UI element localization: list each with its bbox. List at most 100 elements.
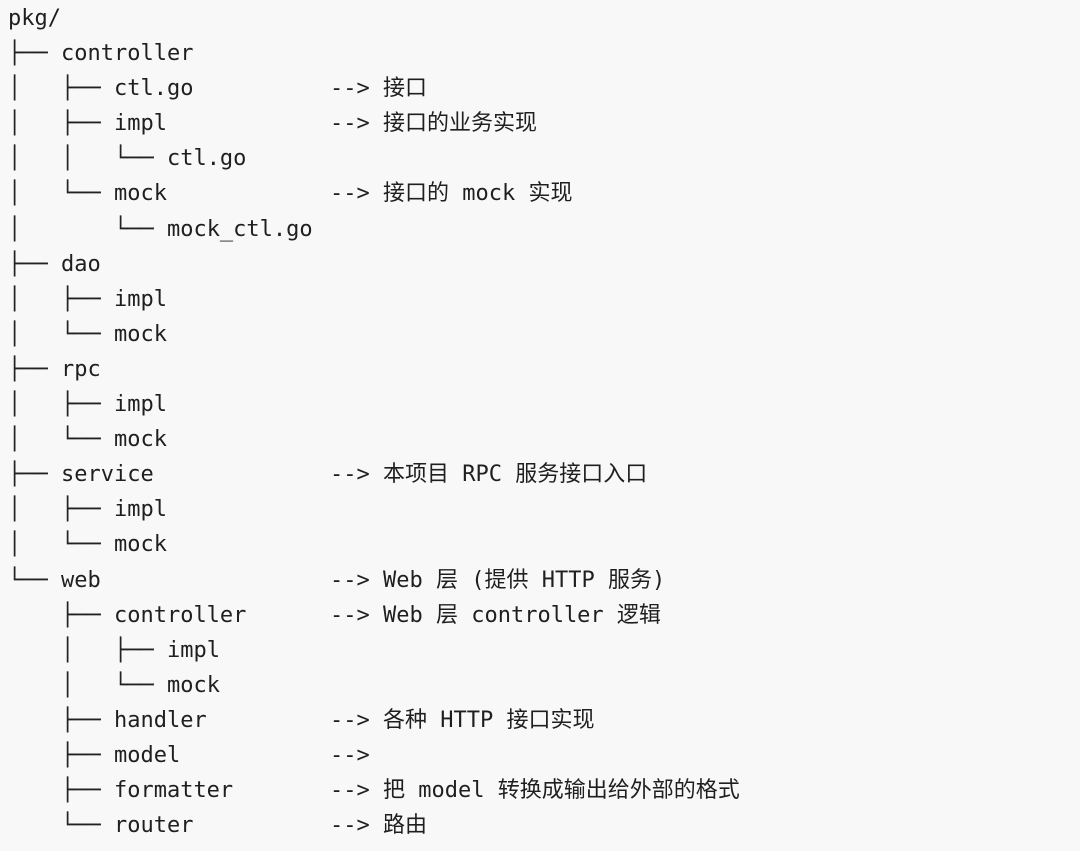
- tree-branch-prefix: ├──: [8, 707, 114, 733]
- tree-branch-prefix: ├──: [8, 356, 61, 382]
- tree-branch-prefix: └──: [8, 567, 61, 593]
- tree-comment: --> 接口: [330, 71, 427, 106]
- comment-arrow: -->: [330, 111, 370, 137]
- tree-entry-name: mock_ctl.go: [166, 216, 313, 242]
- tree-line: ├── rpc: [8, 352, 313, 387]
- tree-entry-name: formatter: [113, 778, 234, 804]
- tree-comment: -->: [330, 738, 370, 773]
- tree-entry-name: ctl.go: [166, 146, 247, 172]
- comment-arrow: -->: [330, 567, 370, 593]
- tree-branch-prefix: │ └──: [8, 427, 114, 453]
- tree-entry-name: model: [113, 742, 181, 768]
- tree-entry-name: impl: [113, 111, 167, 137]
- comment-description: 本项目 RPC 服务接口入口: [383, 462, 648, 488]
- tree-line: └── web --> Web 层 (提供 HTTP 服务): [8, 563, 665, 598]
- tree-branch-prefix: │ ├──: [8, 286, 114, 312]
- tree-entry-name: controller: [60, 41, 194, 67]
- tree-entry-name: mock: [113, 181, 167, 207]
- tree-entry-name: web: [60, 567, 101, 593]
- tree-line: ├── controller: [8, 36, 313, 71]
- tree-branch-prefix: └──: [8, 813, 114, 839]
- tree-branch-prefix: │ ├──: [8, 392, 114, 418]
- tree-branch-prefix: │ ├──: [8, 111, 114, 137]
- comment-arrow: -->: [330, 813, 370, 839]
- comment-arrow: -->: [330, 462, 370, 488]
- tree-entry-name: service: [60, 462, 154, 488]
- tree-line: │ ├── ctl.go --> 接口: [8, 71, 427, 106]
- tree-line: │ └── mock_ctl.go: [8, 212, 313, 247]
- tree-branch-prefix: ├──: [8, 778, 114, 804]
- tree-line: │ ├── impl: [8, 282, 313, 317]
- tree-entry-name: handler: [113, 707, 207, 733]
- tree-line: │ └── mock: [8, 527, 313, 562]
- comment-description: 路由: [383, 813, 428, 839]
- tree-line: │ └── mock --> 接口的 mock 实现: [8, 176, 572, 211]
- comment-arrow: -->: [330, 742, 370, 768]
- tree-entry-name: impl: [113, 497, 167, 523]
- tree-entry-name: mock: [113, 321, 167, 347]
- tree-line: ├── formatter --> 把 model 转换成输出给外部的格式: [8, 773, 740, 808]
- tree-comment: --> 各种 HTTP 接口实现: [330, 703, 594, 738]
- comment-description: 接口的业务实现: [383, 111, 538, 137]
- tree-line: ├── controller --> Web 层 controller 逻辑: [8, 598, 661, 633]
- tree-entry-name: controller: [113, 602, 247, 628]
- tree-entry-name: rpc: [60, 356, 101, 382]
- tree-line: │ ├── impl --> 接口的业务实现: [8, 106, 537, 141]
- tree-branch-prefix: ├──: [8, 462, 61, 488]
- tree-branch-prefix: │ └──: [8, 181, 114, 207]
- tree-entry-name: ctl.go: [113, 76, 194, 102]
- tree-line: └── router --> 路由: [8, 808, 427, 843]
- tree-line: ├── dao: [8, 247, 313, 282]
- tree-comment: --> Web 层 controller 逻辑: [330, 598, 661, 633]
- tree-entry-name: impl: [113, 286, 167, 312]
- tree-root: pkg/: [8, 6, 61, 31]
- tree-comment: --> 接口的业务实现: [330, 106, 537, 141]
- tree-comment: --> 路由: [330, 808, 427, 843]
- tree-branch-prefix: │ └──: [8, 216, 167, 242]
- tree-entry-name: impl: [166, 637, 220, 663]
- tree-line: │ └── mock: [8, 317, 313, 352]
- tree-entry-name: mock: [113, 427, 167, 453]
- tree-entry-name: router: [113, 813, 194, 839]
- tree-branch-prefix: ├──: [8, 602, 114, 628]
- comment-arrow: -->: [330, 707, 370, 733]
- tree-line: │ └── mock: [8, 668, 313, 703]
- tree-line: ├── model -->: [8, 738, 370, 773]
- tree-branch-prefix: │ └──: [8, 321, 114, 347]
- comment-description: 各种 HTTP 接口实现: [383, 707, 595, 733]
- comment-arrow: -->: [330, 778, 370, 804]
- tree-branch-prefix: │ └──: [8, 532, 114, 558]
- tree-branch-prefix: ├──: [8, 251, 61, 277]
- tree-comment: --> Web 层 (提供 HTTP 服务): [330, 563, 665, 598]
- comment-description: 接口的 mock 实现: [383, 181, 573, 207]
- directory-tree: pkg/ ├── controller│ ├── ctl.go--> 接口│ ├…: [8, 1, 740, 843]
- tree-branch-prefix: │ │ └──: [8, 146, 167, 172]
- tree-line: │ ├── impl: [8, 492, 313, 527]
- tree-branch-prefix: ├──: [8, 41, 61, 67]
- tree-branch-prefix: ├──: [8, 742, 114, 768]
- tree-line: │ ├── impl: [8, 387, 313, 422]
- tree-line: │ │ └── ctl.go: [8, 141, 313, 176]
- tree-entry-name: mock: [113, 532, 167, 558]
- tree-line: ├── handler --> 各种 HTTP 接口实现: [8, 703, 595, 738]
- tree-line: ├── service --> 本项目 RPC 服务接口入口: [8, 457, 647, 492]
- tree-branch-prefix: │ └──: [8, 672, 167, 698]
- tree-entry-name: dao: [60, 251, 101, 277]
- tree-line: │ ├── impl: [8, 633, 313, 668]
- comment-arrow: -->: [330, 602, 370, 628]
- tree-branch-prefix: │ ├──: [8, 497, 114, 523]
- comment-arrow: -->: [330, 76, 370, 102]
- comment-description: 把 model 转换成输出给外部的格式: [383, 778, 740, 804]
- tree-entry-name: impl: [113, 392, 167, 418]
- tree-comment: --> 接口的 mock 实现: [330, 176, 572, 211]
- tree-lines: ├── controller│ ├── ctl.go--> 接口│ ├── im…: [8, 36, 740, 843]
- tree-entry-name: mock: [166, 672, 220, 698]
- tree-line: │ └── mock: [8, 422, 313, 457]
- tree-comment: --> 把 model 转换成输出给外部的格式: [330, 773, 740, 808]
- comment-description: 接口: [383, 76, 428, 102]
- tree-branch-prefix: │ ├──: [8, 637, 167, 663]
- tree-comment: --> 本项目 RPC 服务接口入口: [330, 457, 647, 492]
- tree-branch-prefix: │ ├──: [8, 76, 114, 102]
- comment-arrow: -->: [330, 181, 370, 207]
